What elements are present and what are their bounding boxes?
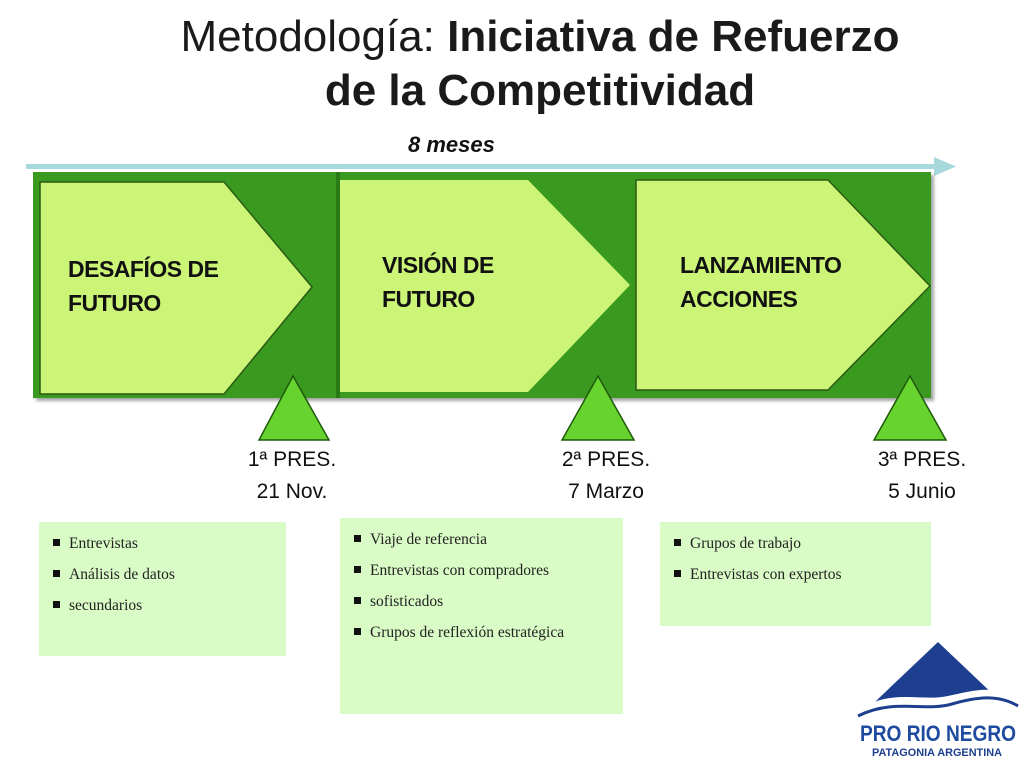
phase-label-lanzamiento: LANZAMIENTO ACCIONES <box>680 248 842 316</box>
phase-2-line1: VISIÓN DE <box>382 252 494 278</box>
title-main-line1: Iniciativa de Refuerzo <box>447 12 900 61</box>
milestone-triangle-3 <box>872 374 948 441</box>
activity-item: Entrevistas con expertos <box>674 559 923 590</box>
milestone-3-label: 3ª PRES. <box>877 448 967 471</box>
phase-1-line1: DESAFÍOS DE <box>68 256 219 282</box>
activities-box-3: Grupos de trabajo Entrevistas con expert… <box>660 522 931 626</box>
activity-item-continuation: sofisticados <box>354 586 615 617</box>
activity-item: Grupos de trabajo <box>674 528 923 559</box>
activity-item: Entrevistas <box>53 528 278 559</box>
chevron-vision <box>340 180 630 392</box>
milestone-3-date: 5 Junio <box>888 480 956 503</box>
activity-item: Grupos de reflexión estratégica <box>354 617 615 648</box>
title-prefix: Metodología: <box>180 12 448 61</box>
chevron-desafios <box>39 181 313 395</box>
activities-box-1: Entrevistas Análisis de datos secundario… <box>39 522 286 656</box>
milestone-1: 1ª PRES. 21 Nov. <box>232 444 352 508</box>
phase-3-line2: ACCIONES <box>680 286 798 312</box>
phase-label-vision: VISIÓN DE FUTURO <box>382 248 494 316</box>
activity-item: Entrevistas con compradores <box>354 555 615 586</box>
title-main-line2: de la Competitividad <box>324 66 756 115</box>
milestone-1-label: 1ª PRES. <box>247 448 337 471</box>
milestone-2: 2ª PRES. 7 Marzo <box>546 444 666 508</box>
milestone-triangle-1 <box>257 374 331 441</box>
band-divider-1 <box>336 172 340 398</box>
pro-rio-negro-logo: PRO RIO NEGRO PATAGONIA ARGENTINA <box>857 642 1019 759</box>
duration-label: 8 meses <box>408 132 495 157</box>
phase-1-line2: FUTURO <box>68 290 161 316</box>
activity-item-continuation: secundarios <box>53 590 278 621</box>
logo-tagline: PATAGONIA ARGENTINA <box>872 747 1002 759</box>
milestone-3: 3ª PRES. 5 Junio <box>862 444 982 508</box>
milestone-triangle-2 <box>560 374 636 441</box>
page-title: Metodología: Iniciativa de Refuerzo de l… <box>0 10 1024 118</box>
milestone-1-date: 21 Nov. <box>256 480 328 503</box>
activity-item: Viaje de referencia <box>354 524 615 555</box>
phase-3-line1: LANZAMIENTO <box>680 252 842 278</box>
chevron-lanzamiento <box>635 179 932 391</box>
activity-item: Análisis de datos <box>53 559 278 590</box>
milestone-2-label: 2ª PRES. <box>561 448 651 471</box>
activities-box-2: Viaje de referencia Entrevistas con comp… <box>340 518 623 714</box>
logo-name: PRO RIO NEGRO <box>860 721 1016 746</box>
milestone-2-date: 7 Marzo <box>568 480 644 503</box>
phase-2-line2: FUTURO <box>382 286 475 312</box>
timeline-arrow <box>26 157 956 176</box>
phase-label-desafios: DESAFÍOS DE FUTURO <box>68 252 219 320</box>
